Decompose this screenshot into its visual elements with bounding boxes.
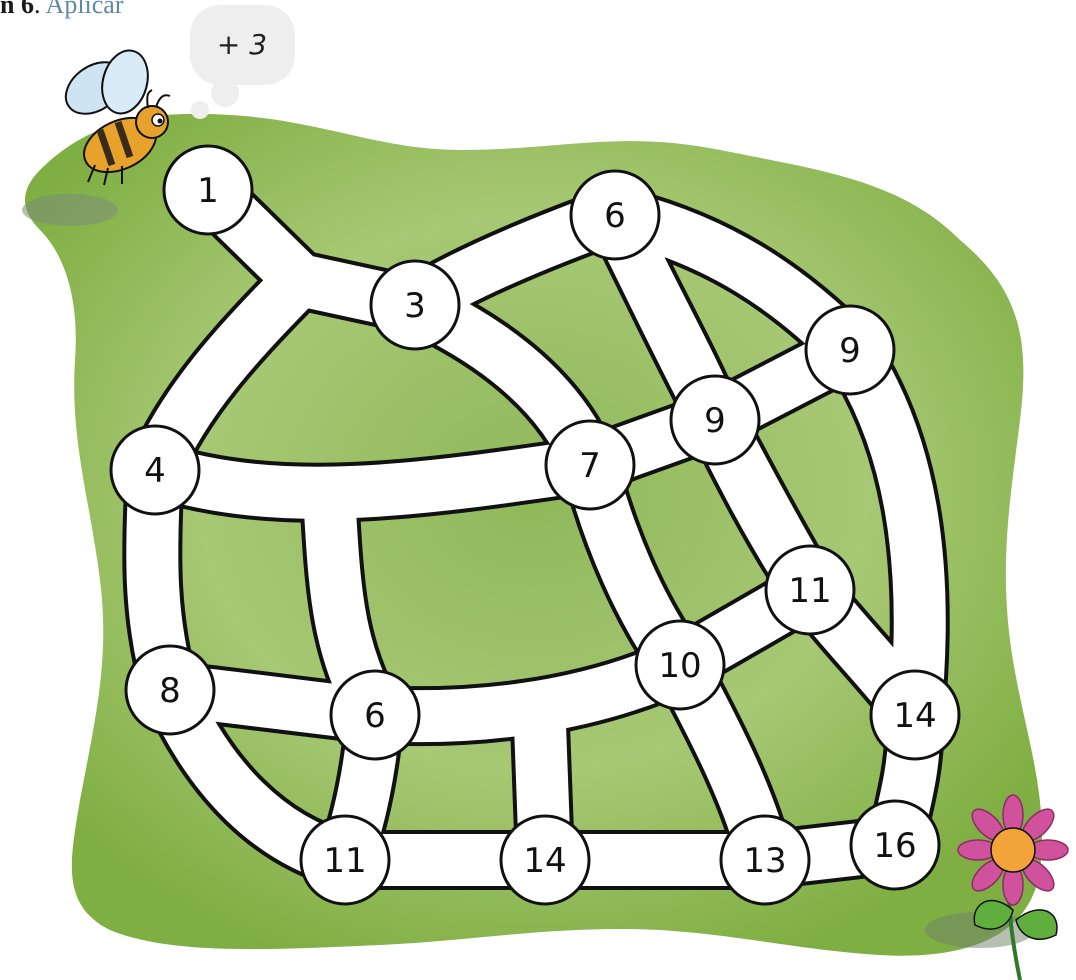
maze-node-n9a: 9	[806, 306, 894, 394]
maze-node-label: 6	[604, 196, 626, 236]
maze-node-label: 9	[839, 331, 861, 371]
maze-node-label: 8	[159, 671, 181, 711]
maze-node-label: 6	[364, 696, 386, 736]
maze-node-label: 10	[658, 646, 701, 686]
thought-bubble-text: + 3	[217, 28, 267, 61]
maze-node-label: 14	[523, 841, 566, 881]
maze-node-label: 9	[704, 401, 726, 441]
maze-node-n14b: 14	[501, 816, 589, 904]
maze-node-n11a: 11	[766, 546, 854, 634]
maze-node-n4: 4	[111, 426, 199, 514]
maze-node-n1: 1	[164, 146, 252, 234]
maze-node-n3: 3	[371, 261, 459, 349]
flower-icon	[958, 795, 1068, 980]
maze-node-label: 7	[579, 446, 601, 486]
thought-bubble: + 3	[190, 5, 295, 119]
maze-node-n16: 16	[851, 801, 939, 889]
maze-node-n10: 10	[636, 621, 724, 709]
maze-node-n14a: 14	[871, 671, 959, 759]
maze-node-n7: 7	[546, 421, 634, 509]
maze-node-n6a: 6	[571, 171, 659, 259]
maze-node-label: 3	[404, 286, 426, 326]
maze-node-n9b: 9	[671, 376, 759, 464]
maze-node-n11b: 11	[301, 816, 389, 904]
maze-node-n13: 13	[721, 816, 809, 904]
maze-node-label: 1	[197, 171, 219, 211]
maze-node-label: 14	[893, 696, 936, 736]
maze-node-n8: 8	[126, 646, 214, 734]
maze-node-label: 13	[743, 841, 786, 881]
maze-node-n6b: 6	[331, 671, 419, 759]
maze-node-label: 16	[873, 826, 916, 866]
maze-node-label: 11	[323, 841, 366, 881]
bee-shadow	[22, 194, 118, 226]
maze-node-label: 11	[788, 571, 831, 611]
maze-node-label: 4	[144, 451, 166, 491]
